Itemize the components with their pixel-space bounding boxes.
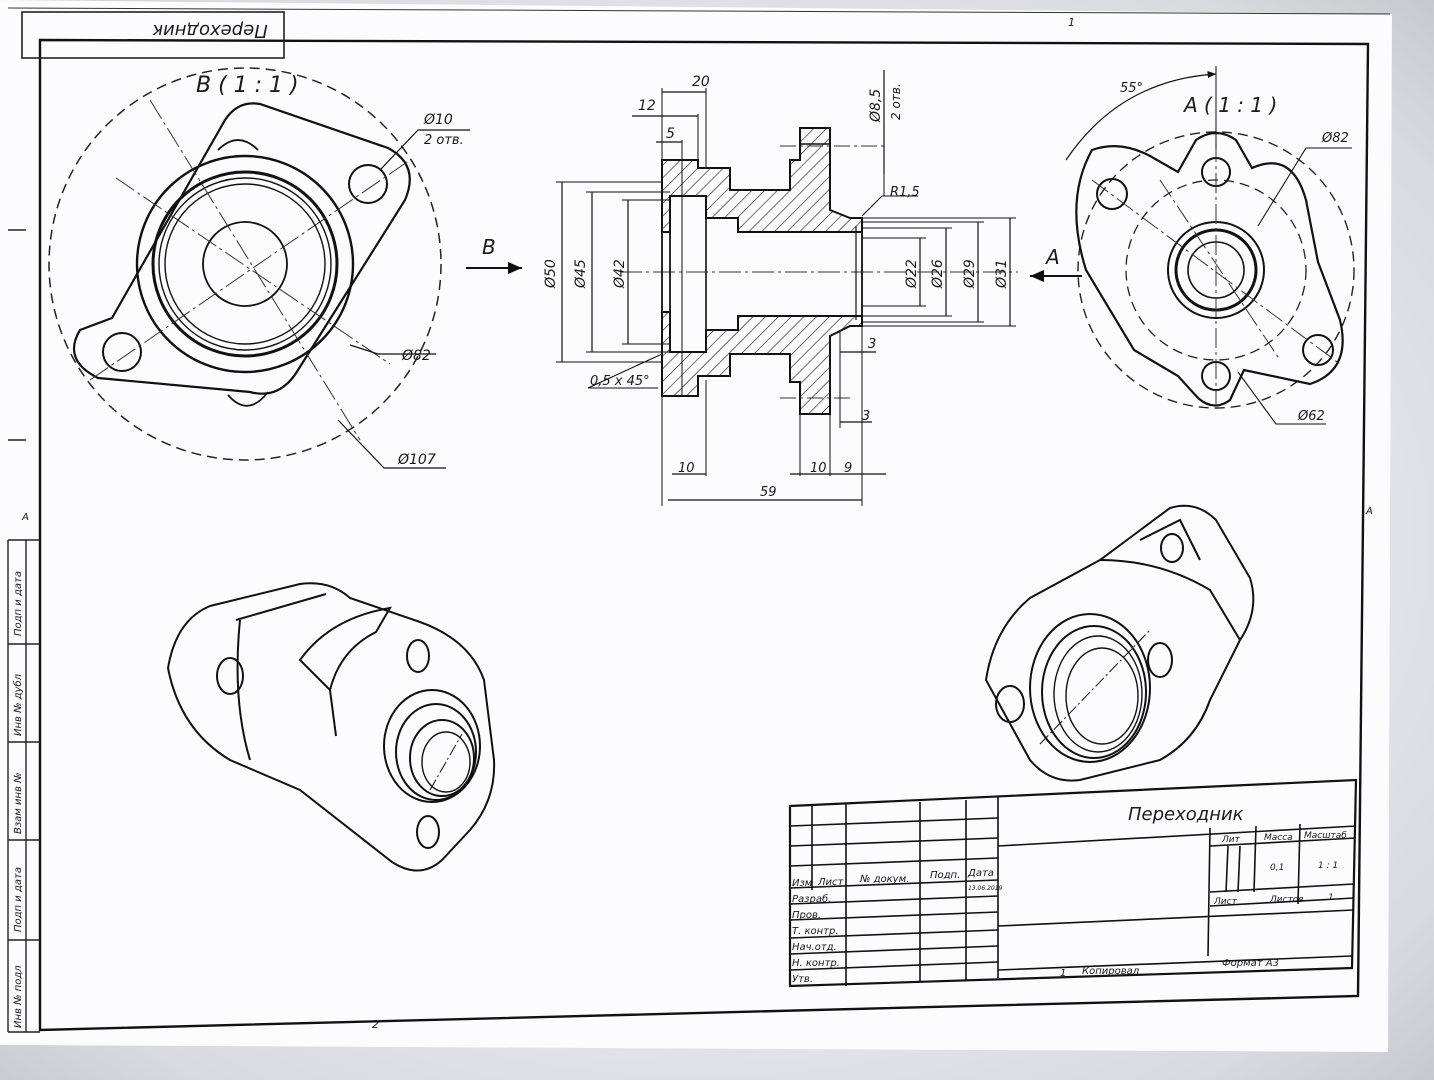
tb-row-1: Пров. bbox=[792, 910, 821, 921]
tb-copied-num: 1 bbox=[1060, 968, 1066, 979]
stamp-mirrored: Переходник bbox=[21, 11, 285, 59]
tb-list-label: Лист bbox=[1213, 897, 1238, 907]
section-view bbox=[556, 70, 1018, 506]
left-col-4: Подп и дата bbox=[13, 571, 24, 636]
stamp-mirrored-title: Переходник bbox=[152, 20, 268, 41]
left-col-3: Инв № дубл bbox=[12, 673, 24, 736]
dim-b-d82: Ø82 bbox=[401, 348, 431, 364]
tb-listov-val: 1 bbox=[1328, 893, 1334, 903]
dim-s-d8-5: Ø8,5 bbox=[868, 89, 884, 123]
dim-b-d107: Ø107 bbox=[397, 452, 436, 468]
arrow-b-label: B bbox=[482, 235, 496, 259]
tb-row-5: Утв. bbox=[792, 974, 813, 985]
inner-frame bbox=[38, 38, 1370, 1032]
dim-s-3b: 3 bbox=[862, 409, 870, 424]
title-block bbox=[788, 778, 1358, 988]
iso-view-left bbox=[166, 582, 496, 872]
dim-s-r1-5: R1,5 bbox=[890, 185, 920, 200]
tb-col-list: Лист bbox=[817, 877, 845, 888]
view-a-title: A ( 1 : 1 ) bbox=[1182, 93, 1277, 117]
tb-row-4: Н. контр. bbox=[792, 958, 840, 969]
dim-s-chamfer: 0,5 x 45° bbox=[590, 374, 650, 389]
tb-massa: Масса bbox=[1264, 833, 1293, 843]
tb-row-2: Т. контр. bbox=[792, 926, 839, 937]
dim-s-d50: Ø50 bbox=[543, 259, 559, 289]
tb-lit: Лит bbox=[1221, 835, 1241, 845]
title-block-name: Переходник bbox=[1128, 804, 1244, 825]
tb-col-data: Дата bbox=[967, 868, 994, 879]
dim-s-20: 20 bbox=[692, 74, 710, 90]
dim-s-59: 59 bbox=[760, 485, 777, 500]
view-a bbox=[1065, 66, 1355, 425]
dim-s-10b: 10 bbox=[810, 461, 827, 476]
left-column bbox=[7, 229, 40, 1033]
dim-s-d8-5-count: 2 отв. bbox=[889, 83, 903, 120]
tb-listov-label: Листов bbox=[1269, 895, 1304, 905]
iso-view-right bbox=[984, 504, 1255, 782]
marker-right: A bbox=[1365, 506, 1373, 517]
view-b-title: B ( 1 : 1 ) bbox=[196, 73, 299, 98]
tb-col-izm: Изм bbox=[792, 878, 813, 889]
dim-s-5: 5 bbox=[666, 126, 675, 142]
dim-s-9: 9 bbox=[844, 461, 852, 476]
paper bbox=[0, 0, 1392, 1052]
tb-row-3: Нач.отд. bbox=[792, 942, 837, 953]
arrow-a-label: A bbox=[1044, 245, 1060, 269]
dim-s-d29: Ø29 bbox=[962, 259, 978, 289]
dim-b-hole-count: 2 отв. bbox=[424, 133, 464, 148]
dim-s-d31: Ø31 bbox=[994, 259, 1010, 289]
tb-row-0: Разраб. bbox=[792, 893, 831, 905]
marker-left: A bbox=[21, 512, 29, 523]
dim-a-d82: Ø82 bbox=[1321, 131, 1349, 146]
tb-col-docum: № докум. bbox=[859, 874, 909, 885]
dim-s-3a: 3 bbox=[868, 337, 876, 352]
tb-masshtab: Масштаб bbox=[1304, 831, 1347, 841]
marker-top: 1 bbox=[1068, 16, 1075, 29]
dim-s-10a: 10 bbox=[678, 461, 695, 476]
left-col-0: Инв № подл bbox=[13, 965, 24, 1028]
dim-a-d62: Ø62 bbox=[1297, 409, 1325, 424]
tb-date: 13.06.2019 bbox=[968, 885, 1003, 892]
dim-a-55: 55° bbox=[1120, 81, 1143, 96]
tb-massa-val: 0,1 bbox=[1270, 863, 1284, 873]
left-col-1: Подп и дата bbox=[13, 867, 24, 932]
tb-col-podp: Подп. bbox=[930, 870, 960, 881]
marker-bottom: 2 bbox=[372, 1018, 379, 1031]
tb-copied: Копировал bbox=[1082, 966, 1140, 977]
dim-s-12: 12 bbox=[638, 98, 656, 114]
dim-s-d22: Ø22 bbox=[904, 259, 920, 289]
dim-b-hole: Ø10 bbox=[423, 112, 453, 128]
left-col-2: Взам инв № bbox=[13, 772, 24, 834]
view-b bbox=[48, 67, 470, 469]
dim-s-d42: Ø42 bbox=[612, 259, 628, 289]
dim-s-d45: Ø45 bbox=[573, 259, 589, 289]
dim-s-d26: Ø26 bbox=[930, 259, 946, 289]
tb-masshtab-val: 1 : 1 bbox=[1318, 861, 1338, 871]
tb-format: Формат А3 bbox=[1222, 958, 1279, 969]
